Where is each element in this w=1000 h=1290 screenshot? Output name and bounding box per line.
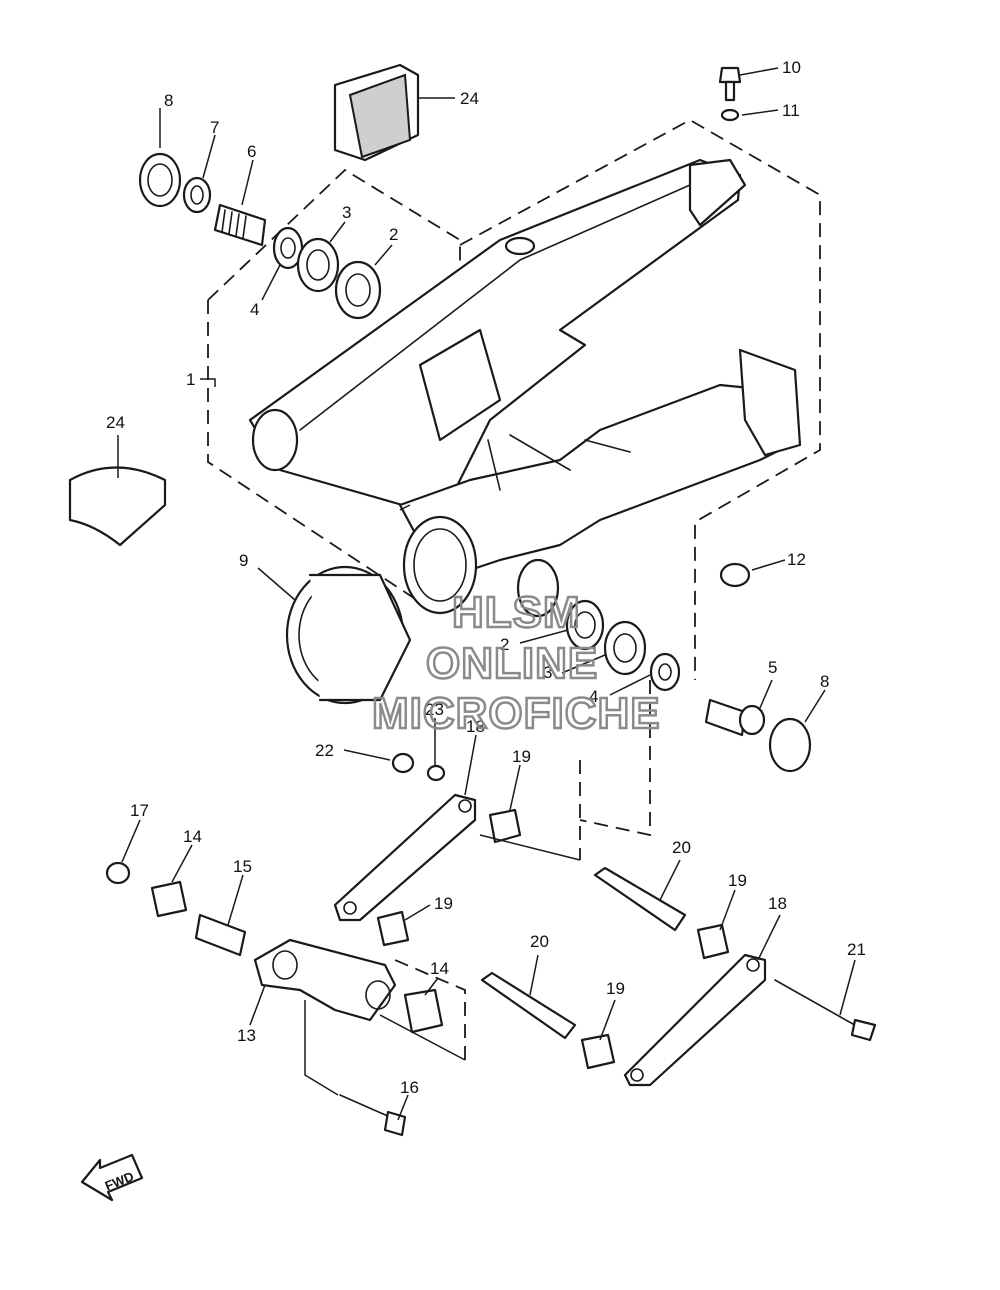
- relay-arm-13: [253, 938, 397, 1022]
- callout-3: 3: [543, 663, 552, 682]
- callout-13: 13: [237, 1026, 256, 1045]
- callout-19: 19: [512, 747, 531, 766]
- connecting-rod-18-lower: [623, 953, 767, 1087]
- bolt-10: [718, 66, 742, 102]
- watermark-line-2: ONLINE: [426, 639, 598, 688]
- leader-lines: [117, 67, 856, 1121]
- washer-11: [720, 108, 740, 122]
- nut-8-lower: [768, 717, 812, 773]
- callout-5: 5: [768, 658, 777, 677]
- callout-20: 20: [672, 838, 691, 857]
- bushing-20-upper: [593, 866, 687, 932]
- callout-2: 2: [500, 635, 509, 654]
- pad-24-upper: [333, 63, 420, 162]
- callout-12: 12: [787, 550, 806, 569]
- watermark-line-1: HLSM: [452, 588, 581, 637]
- bolt-21: [774, 979, 877, 1042]
- forward-arrow: FWD: [80, 1153, 144, 1202]
- assembly-boundary-lower: [394, 680, 651, 1060]
- collar-14-left: [150, 880, 188, 918]
- callout-labels: 1 2 2 3 3 4 4 5 6 7 8 8 9 10 11 12 13 14…: [106, 58, 866, 1097]
- callout-15: 15: [233, 857, 252, 876]
- collar-19-c: [696, 923, 730, 960]
- callout-22: 22: [315, 741, 334, 760]
- collar-7: [182, 176, 212, 214]
- collar-19-d: [580, 1033, 616, 1070]
- callout-23: 23: [425, 700, 444, 719]
- callout-8: 8: [164, 91, 173, 110]
- watermark-line-3: MICROFICHE: [372, 689, 661, 738]
- nut-8-upper: [138, 152, 182, 208]
- collar-4-lower: [649, 652, 681, 692]
- callout-4: 4: [250, 300, 259, 319]
- nut-22: [391, 752, 415, 774]
- callout-16: 16: [400, 1078, 419, 1097]
- callout-18: 18: [466, 717, 485, 736]
- pivot-bolt-5: [704, 698, 766, 737]
- callout-11: 11: [782, 101, 800, 120]
- swingarm-body: [248, 158, 802, 618]
- bolt-16: [339, 1094, 407, 1137]
- callout-2: 2: [389, 225, 398, 244]
- bearing-2-lower: [565, 599, 605, 651]
- callout-8: 8: [820, 672, 829, 691]
- pad-24-lower: [68, 466, 167, 547]
- bushing-20-lower: [480, 971, 577, 1040]
- callout-6: 6: [247, 142, 256, 161]
- callout-9: 9: [239, 551, 248, 570]
- guard-ring-9: [285, 565, 412, 705]
- callout-18: 18: [768, 894, 787, 913]
- oil-seal-3-lower: [603, 620, 647, 676]
- nut-17: [105, 861, 131, 885]
- connecting-rod-18-upper: [333, 793, 477, 922]
- callout-24: 24: [106, 413, 125, 432]
- callout-17: 17: [130, 801, 149, 820]
- callout-14: 14: [430, 959, 449, 978]
- bushing-15: [194, 913, 247, 957]
- callout-19: 19: [606, 979, 625, 998]
- collar-19-a: [488, 808, 522, 844]
- watermark: HLSM ONLINE MICROFICHE: [371, 587, 661, 740]
- callout-1: 1: [186, 370, 195, 389]
- callout-10: 10: [782, 58, 801, 77]
- callout-7: 7: [210, 118, 219, 137]
- callout-3: 3: [342, 203, 351, 222]
- cap-12: [719, 562, 751, 588]
- callout-19: 19: [434, 894, 453, 913]
- collar-14-right: [403, 988, 444, 1034]
- callout-21: 21: [847, 940, 866, 959]
- callout-20: 20: [530, 932, 549, 951]
- callout-24: 24: [460, 89, 479, 108]
- collar-19-b: [376, 910, 410, 947]
- callout-19: 19: [728, 871, 747, 890]
- washer-23: [426, 764, 446, 782]
- bearing-2-upper: [334, 260, 382, 320]
- callout-14: 14: [183, 827, 202, 846]
- pivot-shaft-6: [213, 203, 267, 247]
- oil-seal-3-upper: [296, 237, 340, 293]
- callout-4: 4: [589, 687, 598, 706]
